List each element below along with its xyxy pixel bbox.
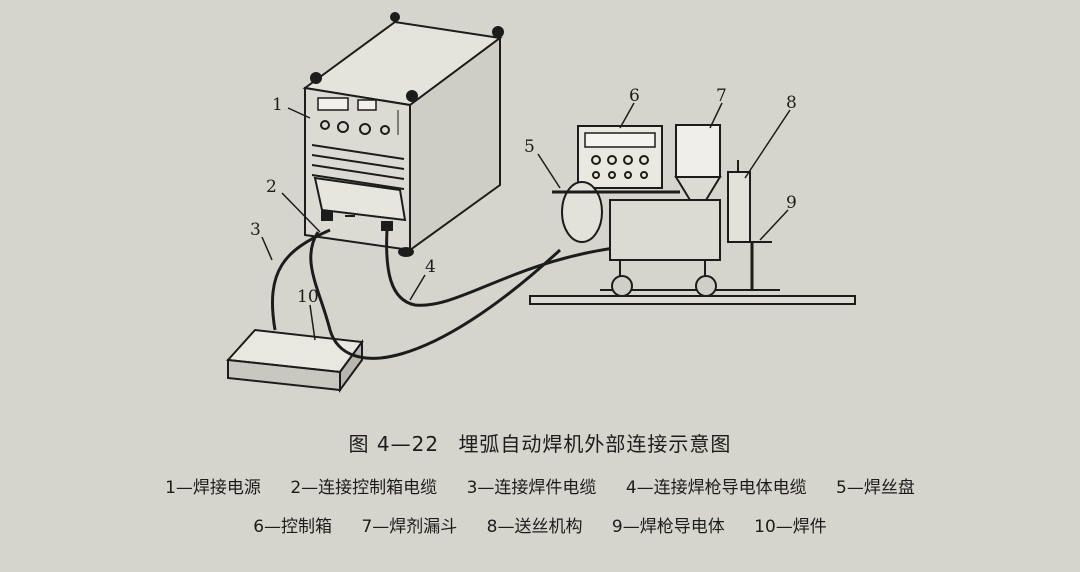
cables — [270, 228, 641, 360]
figure-number: 图 4—22 — [348, 432, 440, 456]
legend-item-1: 1—焊接电源 — [165, 478, 261, 498]
workpiece-cable — [270, 228, 331, 331]
control-box-cable — [309, 231, 562, 360]
welding-tractor — [552, 124, 772, 297]
label-4: 4 — [425, 257, 436, 277]
label-1: 1 — [272, 95, 283, 115]
figure-caption: 图 4—22 埋弧自动焊机外部连接示意图 — [0, 428, 1080, 457]
legend-item-9: 9—焊枪导电体 — [611, 517, 725, 537]
legend-item-7: 7—焊剂漏斗 — [361, 517, 458, 537]
legend-item-6: 6—控制箱 — [253, 517, 333, 537]
label-8: 8 — [786, 93, 797, 113]
diagram-labels: 1 2 3 4 5 6 7 8 9 10 — [250, 86, 797, 307]
wire-reel — [561, 181, 603, 243]
figure-title: 埋弧自动焊机外部连接示意图 — [458, 432, 732, 456]
legend-item-8: 8—送丝机构 — [486, 517, 583, 537]
legend-row-2: 6—控制箱 7—焊剂漏斗 8—送丝机构 9—焊枪导电体 10—焊件 — [0, 512, 1080, 537]
legend-row-1: 1—焊接电源 2—连接控制箱电缆 3—连接焊件电缆 4—连接焊枪导电体电缆 5—… — [0, 473, 1080, 498]
flux-hopper — [675, 124, 721, 178]
legend-item-10: 10—焊件 — [754, 517, 827, 537]
label-5: 5 — [524, 137, 535, 157]
legend-item-2: 2—连接控制箱电缆 — [290, 478, 438, 498]
wire-feed-mechanism — [727, 171, 751, 243]
legend-item-5: 5—焊丝盘 — [836, 478, 915, 498]
workpiece — [225, 328, 364, 394]
torch-cable — [385, 229, 641, 307]
welding-power-source — [302, 12, 504, 257]
label-7: 7 — [716, 86, 727, 106]
label-10: 10 — [297, 287, 319, 307]
welding-machine-diagram: 1 2 3 4 5 6 7 8 9 10 — [225, 12, 856, 394]
legend-item-4: 4—连接焊枪导电体电缆 — [625, 478, 807, 498]
legend-item-3: 3—连接焊件电缆 — [466, 478, 597, 498]
label-2: 2 — [266, 177, 277, 197]
label-3: 3 — [250, 220, 261, 240]
label-9: 9 — [786, 193, 797, 213]
leader-lines — [261, 102, 791, 341]
label-6: 6 — [629, 86, 640, 106]
rail — [529, 289, 856, 305]
